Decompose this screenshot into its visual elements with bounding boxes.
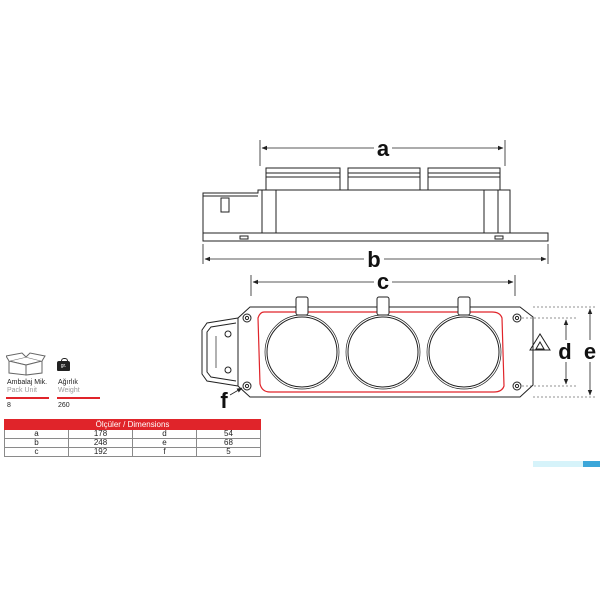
table-cell: c	[4, 447, 69, 457]
dimension-label-d: d	[558, 339, 571, 364]
decorative-bar-light	[533, 461, 583, 467]
dimensions-table: Ölçüler / Dimensions a 178 d 54 b 248 e …	[4, 419, 261, 457]
table-row: c 192 f 5	[4, 447, 261, 457]
corner-screws	[242, 313, 522, 391]
hanging-eyelet	[529, 333, 551, 351]
dimension-d: d	[522, 317, 576, 387]
weight-title: Ağırlık	[58, 379, 78, 386]
dimensions-table-header: Ölçüler / Dimensions	[4, 419, 261, 430]
side-socket-lids	[265, 167, 501, 191]
table-row: b 248 e 68	[4, 438, 261, 448]
table-cell: f	[132, 447, 197, 457]
top-body-outer	[237, 306, 534, 398]
pack-unit-subtitle: Pack Unit	[7, 387, 37, 394]
sockets	[264, 314, 502, 390]
table-cell: 192	[68, 447, 133, 457]
table-cell: 5	[196, 447, 261, 457]
dimension-label-e: e	[584, 339, 596, 364]
cable-gland	[201, 317, 239, 387]
dimension-f: f	[220, 387, 243, 413]
dimension-label-c: c	[377, 269, 389, 294]
weight-info: Ağırlık Weight	[58, 379, 80, 395]
dimension-label-f: f	[220, 388, 228, 413]
dimension-c: c	[250, 269, 516, 296]
weight-icon: gr.	[57, 358, 70, 371]
box-icon	[6, 352, 46, 376]
dimension-e: e	[533, 306, 600, 398]
table-row: a 178 d 54	[4, 429, 261, 439]
pack-unit-value: 8	[7, 402, 11, 409]
pack-unit-title: Ambalaj Mik.	[7, 379, 48, 386]
side-latch	[220, 197, 230, 213]
side-base-plate	[202, 232, 549, 242]
side-view	[202, 167, 549, 242]
decorative-bar-dark	[583, 461, 600, 467]
dimension-label-a: a	[377, 136, 390, 161]
pack-unit-info: Ambalaj Mik. Pack Unit	[7, 379, 47, 395]
dimension-label-b: b	[367, 247, 380, 272]
top-view	[201, 296, 551, 398]
top-body-inner	[257, 311, 505, 393]
weight-divider	[57, 397, 100, 399]
side-body	[202, 189, 511, 233]
dimension-b: b	[202, 244, 549, 272]
lid-tabs	[295, 296, 471, 316]
weight-icon-text: gr.	[57, 361, 70, 371]
dimension-a: a	[259, 136, 506, 166]
weight-subtitle: Weight	[58, 387, 80, 394]
weight-value: 260	[58, 402, 70, 409]
dimensions-table-header-row: Ölçüler / Dimensions	[4, 419, 261, 430]
pack-unit-divider	[6, 397, 49, 399]
